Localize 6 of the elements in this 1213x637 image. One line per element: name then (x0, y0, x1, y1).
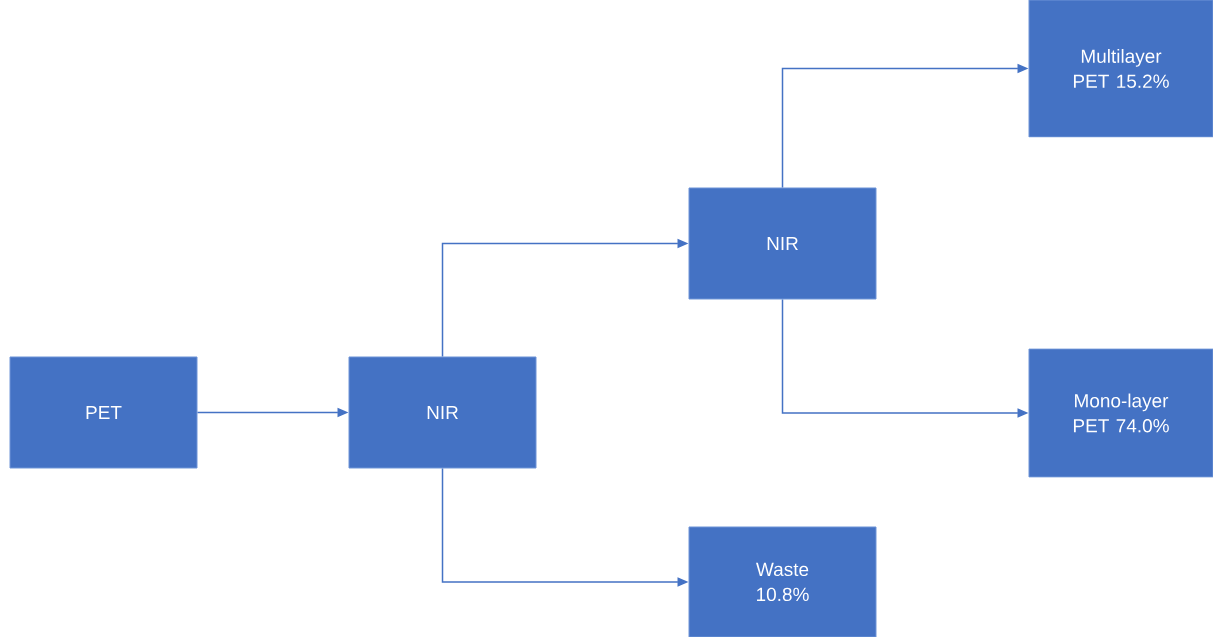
process-box: Waste 10.8% (688, 526, 877, 637)
process-box: NIR (348, 356, 537, 469)
process-box: NIR (688, 187, 877, 300)
process-box: Multilayer PET 15.2% (1028, 0, 1213, 138)
process-box: PET (9, 356, 198, 469)
process-box: Mono-layer PET 74.0% (1028, 348, 1213, 478)
